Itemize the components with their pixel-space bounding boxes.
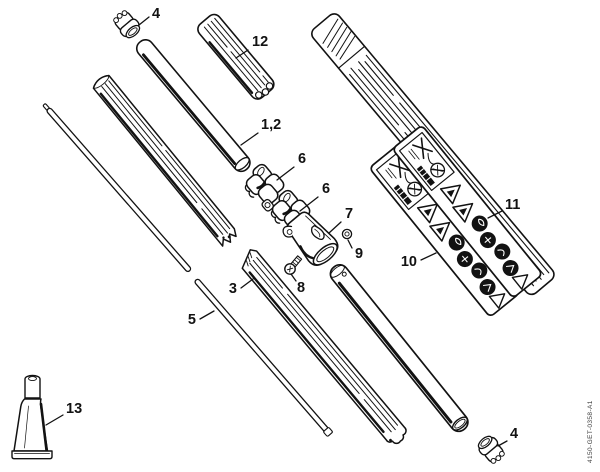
callout-13: 13 — [45, 401, 82, 426]
part-number: 9 — [355, 246, 363, 262]
callout-6-lower: 6 — [299, 181, 330, 212]
leader-line — [328, 221, 342, 234]
leader-line — [45, 414, 64, 426]
callout-3: 3 — [229, 278, 254, 297]
callout-7: 7 — [328, 206, 353, 234]
callout-9: 9 — [347, 239, 363, 262]
part-number: 4 — [510, 426, 518, 442]
leader-line — [235, 49, 249, 59]
callout-4-bottom: 4 — [497, 426, 518, 447]
leader-line — [420, 252, 437, 261]
upper-drive-tube — [135, 39, 251, 173]
leader-line — [487, 210, 503, 219]
part-number: 1,2 — [261, 117, 281, 133]
callout-1-2: 1,2 — [240, 117, 281, 146]
part-number: 7 — [345, 206, 353, 222]
leader-line — [240, 132, 259, 146]
leader-line — [240, 278, 254, 289]
leader-line — [347, 239, 353, 249]
leader-line — [276, 166, 295, 181]
ribbed-tube-lower — [241, 249, 407, 445]
drawing-number: 4150-GET-0358-A1 — [587, 400, 594, 463]
leader-line — [290, 273, 297, 282]
part-number: 6 — [298, 151, 306, 167]
ribbed-grip-sleeve — [197, 13, 275, 100]
callout-10: 10 — [401, 252, 437, 270]
part-number: 10 — [401, 254, 417, 270]
coupling-housing — [282, 211, 339, 267]
drive-shaft-lower — [194, 278, 333, 437]
bottom-cap-nut — [474, 432, 509, 468]
part-number: 11 — [505, 197, 520, 213]
part-number: 5 — [188, 312, 196, 328]
part-number: 6 — [322, 181, 330, 197]
callout-6-upper: 6 — [276, 151, 306, 181]
small-nut — [341, 228, 353, 240]
ribbed-tube-upper — [92, 74, 237, 247]
callout-12: 12 — [235, 34, 268, 59]
leader-line — [138, 16, 150, 26]
leader-line — [199, 310, 215, 320]
callout-11: 11 — [487, 197, 520, 219]
part-number: 4 — [152, 6, 160, 22]
callout-5: 5 — [188, 310, 215, 328]
drive-shaft-upper — [42, 103, 192, 273]
part-number: 12 — [252, 34, 268, 50]
lower-drive-tube — [329, 263, 469, 433]
screw — [284, 255, 303, 275]
grease-tube — [11, 374, 53, 460]
leader-line — [299, 196, 319, 212]
part-number: 3 — [229, 281, 237, 297]
leader-line — [497, 440, 508, 447]
callouts: 4 12 1,2 6 6 7 9 8 — [45, 6, 520, 447]
part-number: 8 — [297, 280, 305, 296]
callout-4-top: 4 — [138, 6, 160, 26]
callout-8: 8 — [290, 273, 305, 296]
top-cap-nut — [109, 6, 144, 42]
part-number: 13 — [66, 401, 82, 417]
